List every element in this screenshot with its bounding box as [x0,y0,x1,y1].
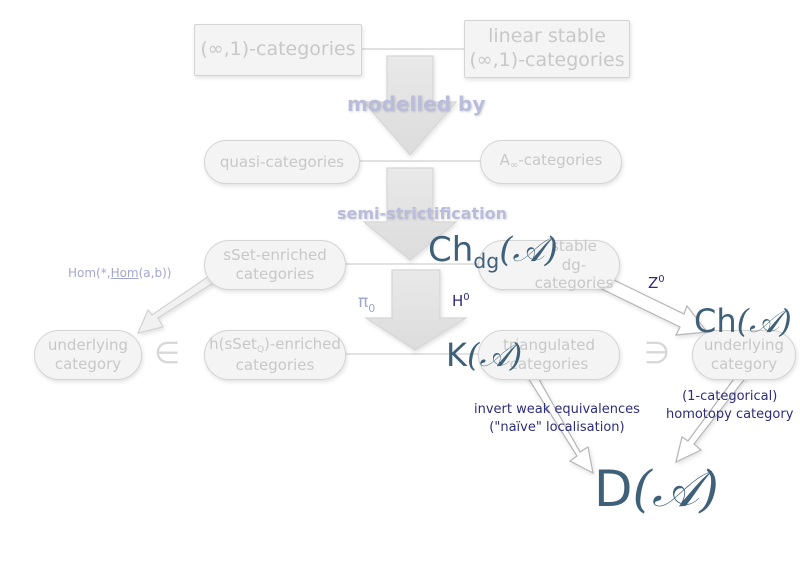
node-linear-stable: linear stable (∞,1)-categories [464,20,630,78]
symbol-element-of: ∈ [154,336,181,371]
label-hom: Hom(*,Hom(a,b)) [68,266,172,280]
big-arrow-semi-strictification [362,167,458,261]
node-sset-enriched: sSet-enriched categories [204,240,346,290]
label-k-a: K(𝒜) [446,336,523,374]
arrow-homotopy [675,367,751,464]
node-pretriangulated-dg: stable dg-categories [478,237,620,292]
label-h0: H0 [452,292,470,310]
symbol-contains: ∋ [644,336,671,371]
label-z0: Z0 [648,274,665,292]
label-invert-weak-equivalences: invert weak equivalences ("naïve" locali… [474,402,640,435]
label-pi0: π0 [358,292,376,315]
node-quasi-categories: quasi-categories [204,140,360,184]
big-arrow-pi0-h0 [363,269,469,351]
node-h-sset-enriched: h(sSetQ)-enriched categories [204,330,346,380]
node-a-inf-categories: A∞-categories [480,140,622,184]
node-inf-categories: (∞,1)-categories [194,24,362,76]
node-triangulated-categories: triangulated categories [478,330,620,380]
big-arrow-modelled-by [362,55,458,156]
node-underlying-category-right: underlying category [692,330,796,380]
label-ch-a: Ch(𝒜) [694,302,792,340]
label-semi-strictification: semi-strictification [337,204,507,223]
label-d-a: D(𝒜) [594,460,719,518]
label-modelled-by: modelled by [347,92,486,116]
node-underlying-category-left: underlying category [34,330,142,380]
label-ch-dg-a: Chdg(𝒜) [428,230,558,274]
arrow-hom-to-underlying [136,273,219,334]
label-homotopy-category: (1-categorical) homotopy category [666,389,794,422]
